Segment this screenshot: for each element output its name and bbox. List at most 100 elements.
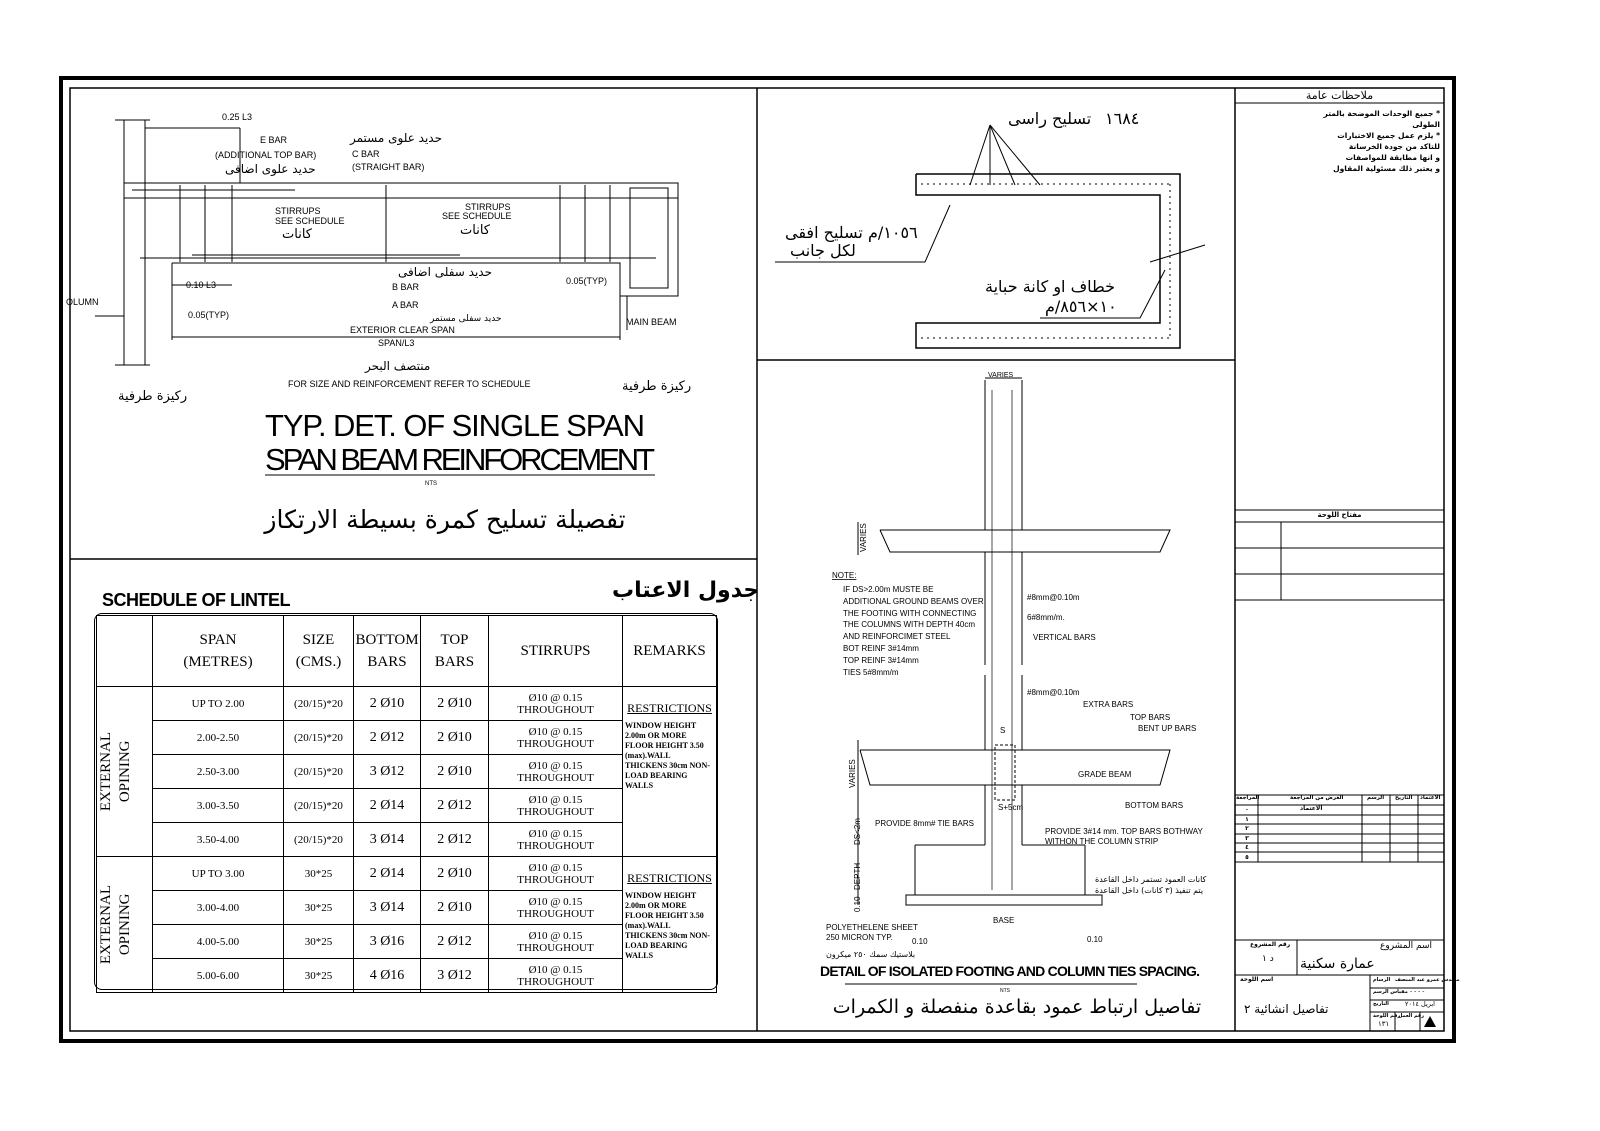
svg-text:#8mm@0.10m: #8mm@0.10m — [1027, 593, 1080, 602]
svg-text:(STRAIGHT BAR): (STRAIGHT BAR) — [352, 162, 424, 172]
svg-text:C BAR: C BAR — [352, 149, 380, 159]
svg-text:TIES 5#8mm/m: TIES 5#8mm/m — [843, 668, 899, 677]
svg-text:PROVIDE 3#14 mm. TOP BARS BOTH: PROVIDE 3#14 mm. TOP BARS BOTHWAY — [1045, 827, 1203, 836]
svg-text:BOT REINF 3#14mm: BOT REINF 3#14mm — [843, 644, 919, 653]
rev-col-drawing: الرسم — [1367, 795, 1385, 801]
warning-icon — [1424, 1016, 1436, 1027]
revision-numbers: ٠ ١ ٢ ٣ ٤ ٥ — [1240, 805, 1254, 862]
svg-text:ADDITIONAL GROUND BEAMS OVER: ADDITIONAL GROUND BEAMS OVER — [843, 597, 984, 606]
rev-number: ٣ — [1245, 834, 1249, 842]
svg-text:لكل جانب: لكل جانب — [790, 241, 856, 260]
svg-text:١٦٨٤: ١٦٨٤ — [1105, 109, 1139, 128]
cell-span: 2.50-3.00 — [152, 754, 284, 789]
cell-span: UP TO 2.00 — [152, 686, 284, 721]
svg-text:0.10: 0.10 — [853, 896, 862, 912]
cell-top-bars: 2 Ø10 — [420, 686, 489, 721]
header-size: SIZE(CMS.) — [283, 615, 354, 687]
svg-text:S: S — [1000, 726, 1005, 735]
svg-text:خطاف او كانة حباية: خطاف او كانة حباية — [985, 277, 1115, 297]
revision-header: الاعتماد التاريخ الرسم الغرض من المراجعة… — [1235, 795, 1444, 805]
svg-text:BOTTOM BARS: BOTTOM BARS — [1125, 801, 1183, 810]
cell-size: (20/15)*20 — [283, 720, 354, 755]
svg-text:TYP. DET. OF SINGLE SPAN: TYP. DET. OF SINGLE SPAN — [265, 408, 645, 443]
cell-size: (20/15)*20 — [283, 788, 354, 823]
cell-top-bars: 2 Ø10 — [420, 754, 489, 789]
svg-text:0.10: 0.10 — [1087, 935, 1103, 944]
cell-size: (20/15)*20 — [283, 686, 354, 721]
sheet-name-label: اسم اللوحة — [1240, 976, 1274, 983]
sheet-name: تفاصيل انشائية ٢ — [1244, 1002, 1329, 1016]
svg-text:BENT UP BARS: BENT UP BARS — [1138, 724, 1196, 733]
project-name: عمارة سكنية — [1300, 956, 1375, 972]
cell-bottom-bars: 2 Ø14 — [353, 856, 421, 891]
cell-span: 3.50-4.00 — [152, 822, 284, 857]
cell-span: UP TO 3.00 — [152, 856, 284, 891]
cell-top-bars: 2 Ø10 — [420, 720, 489, 755]
svg-text:0.05(TYP): 0.05(TYP) — [566, 276, 607, 286]
note-line: * يلزم عمل جميع الاختبارات — [1337, 131, 1440, 140]
svg-text:#8mm@0.10m: #8mm@0.10m — [1027, 688, 1080, 697]
svg-text:THE FOOTING WITH CONNECTING: THE FOOTING WITH CONNECTING — [843, 609, 976, 618]
svg-text:NTS: NTS — [1000, 988, 1011, 994]
schedule-title-ar: جدول الاعتاب — [612, 578, 760, 603]
svg-text:DEPTH: DEPTH — [853, 863, 862, 890]
cell-bottom-bars: 2 Ø12 — [353, 720, 421, 755]
cell-bottom-bars: 2 Ø14 — [353, 788, 421, 823]
beam-detail — [95, 119, 679, 366]
project-no-label: رقم المشروع — [1250, 941, 1291, 948]
svg-text:منتصف البحر: منتصف البحر — [364, 359, 430, 374]
rev-col-approval: الاعتماد — [1420, 795, 1441, 801]
beam-detail-labels: 0.25 L3 E BAR (ADDITIONAL TOP BAR) حديد … — [66, 112, 691, 404]
project-no: د ١ — [1262, 954, 1274, 964]
svg-text:TOP REINF 3#14mm: TOP REINF 3#14mm — [843, 656, 919, 665]
cell-bottom-bars: 3 Ø12 — [353, 754, 421, 789]
svg-text:كانات: كانات — [460, 223, 491, 238]
svg-text:WITHON THE COLUMN STRIP: WITHON THE COLUMN STRIP — [1045, 837, 1158, 846]
svg-text:0.05(TYP): 0.05(TYP) — [188, 310, 229, 320]
designer: مهندس عمرو عبد المنصف — [1395, 977, 1460, 983]
svg-text:DS<2m: DS<2m — [853, 818, 862, 845]
rev-number: ٥ — [1245, 853, 1249, 861]
svg-text:NTS: NTS — [425, 481, 437, 487]
svg-text:ركيزة طرفية: ركيزة طرفية — [118, 389, 187, 404]
designer-label: الرسام — [1373, 977, 1391, 983]
cell-size: 30*25 — [283, 924, 354, 959]
key-plan-title: مفتاح اللوحة — [1317, 511, 1362, 519]
cell-top-bars: 2 Ø12 — [420, 822, 489, 857]
wall-detail-labels: تسليح راسى ١٦٨٤ تسليح افقى ١٠٥٦/م لكل جا… — [785, 109, 1139, 316]
title-block-grid — [1235, 102, 1444, 1031]
sheet-no: ١٣١ — [1378, 1020, 1390, 1028]
cell-size: 30*25 — [283, 890, 354, 925]
cell-bottom-bars: 3 Ø14 — [353, 822, 421, 857]
header-stirrups: STIRRUPS — [488, 615, 623, 687]
scale-label: مقياس الرسم — [1373, 989, 1408, 995]
cell-span: 4.00-5.00 — [152, 924, 284, 959]
svg-text:كانات: كانات — [282, 227, 313, 242]
cell-top-bars: 2 Ø10 — [420, 856, 489, 891]
header-remarks: REMARKS — [622, 615, 717, 687]
svg-text:تسليح راسى: تسليح راسى — [1008, 109, 1091, 129]
svg-text:0.25 L3: 0.25 L3 — [222, 112, 252, 122]
svg-text:(ADDITIONAL TOP BAR): (ADDITIONAL TOP BAR) — [215, 150, 316, 160]
note-line: * جميع الوحدات الموضحة بالمتر الطولى — [1323, 109, 1440, 129]
svg-text:١٠٥٦/م: ١٠٥٦/م — [868, 223, 918, 242]
svg-text:STIRRUPS: STIRRUPS — [465, 202, 511, 212]
cell-size: (20/15)*20 — [283, 822, 354, 857]
svg-text:حديد علوى اضافى: حديد علوى اضافى — [225, 162, 316, 177]
note-line: للتاكد من جودة الخرسانة — [1348, 142, 1440, 151]
rev-number: ٤ — [1245, 844, 1249, 851]
svg-text:B BAR: B BAR — [392, 282, 420, 292]
